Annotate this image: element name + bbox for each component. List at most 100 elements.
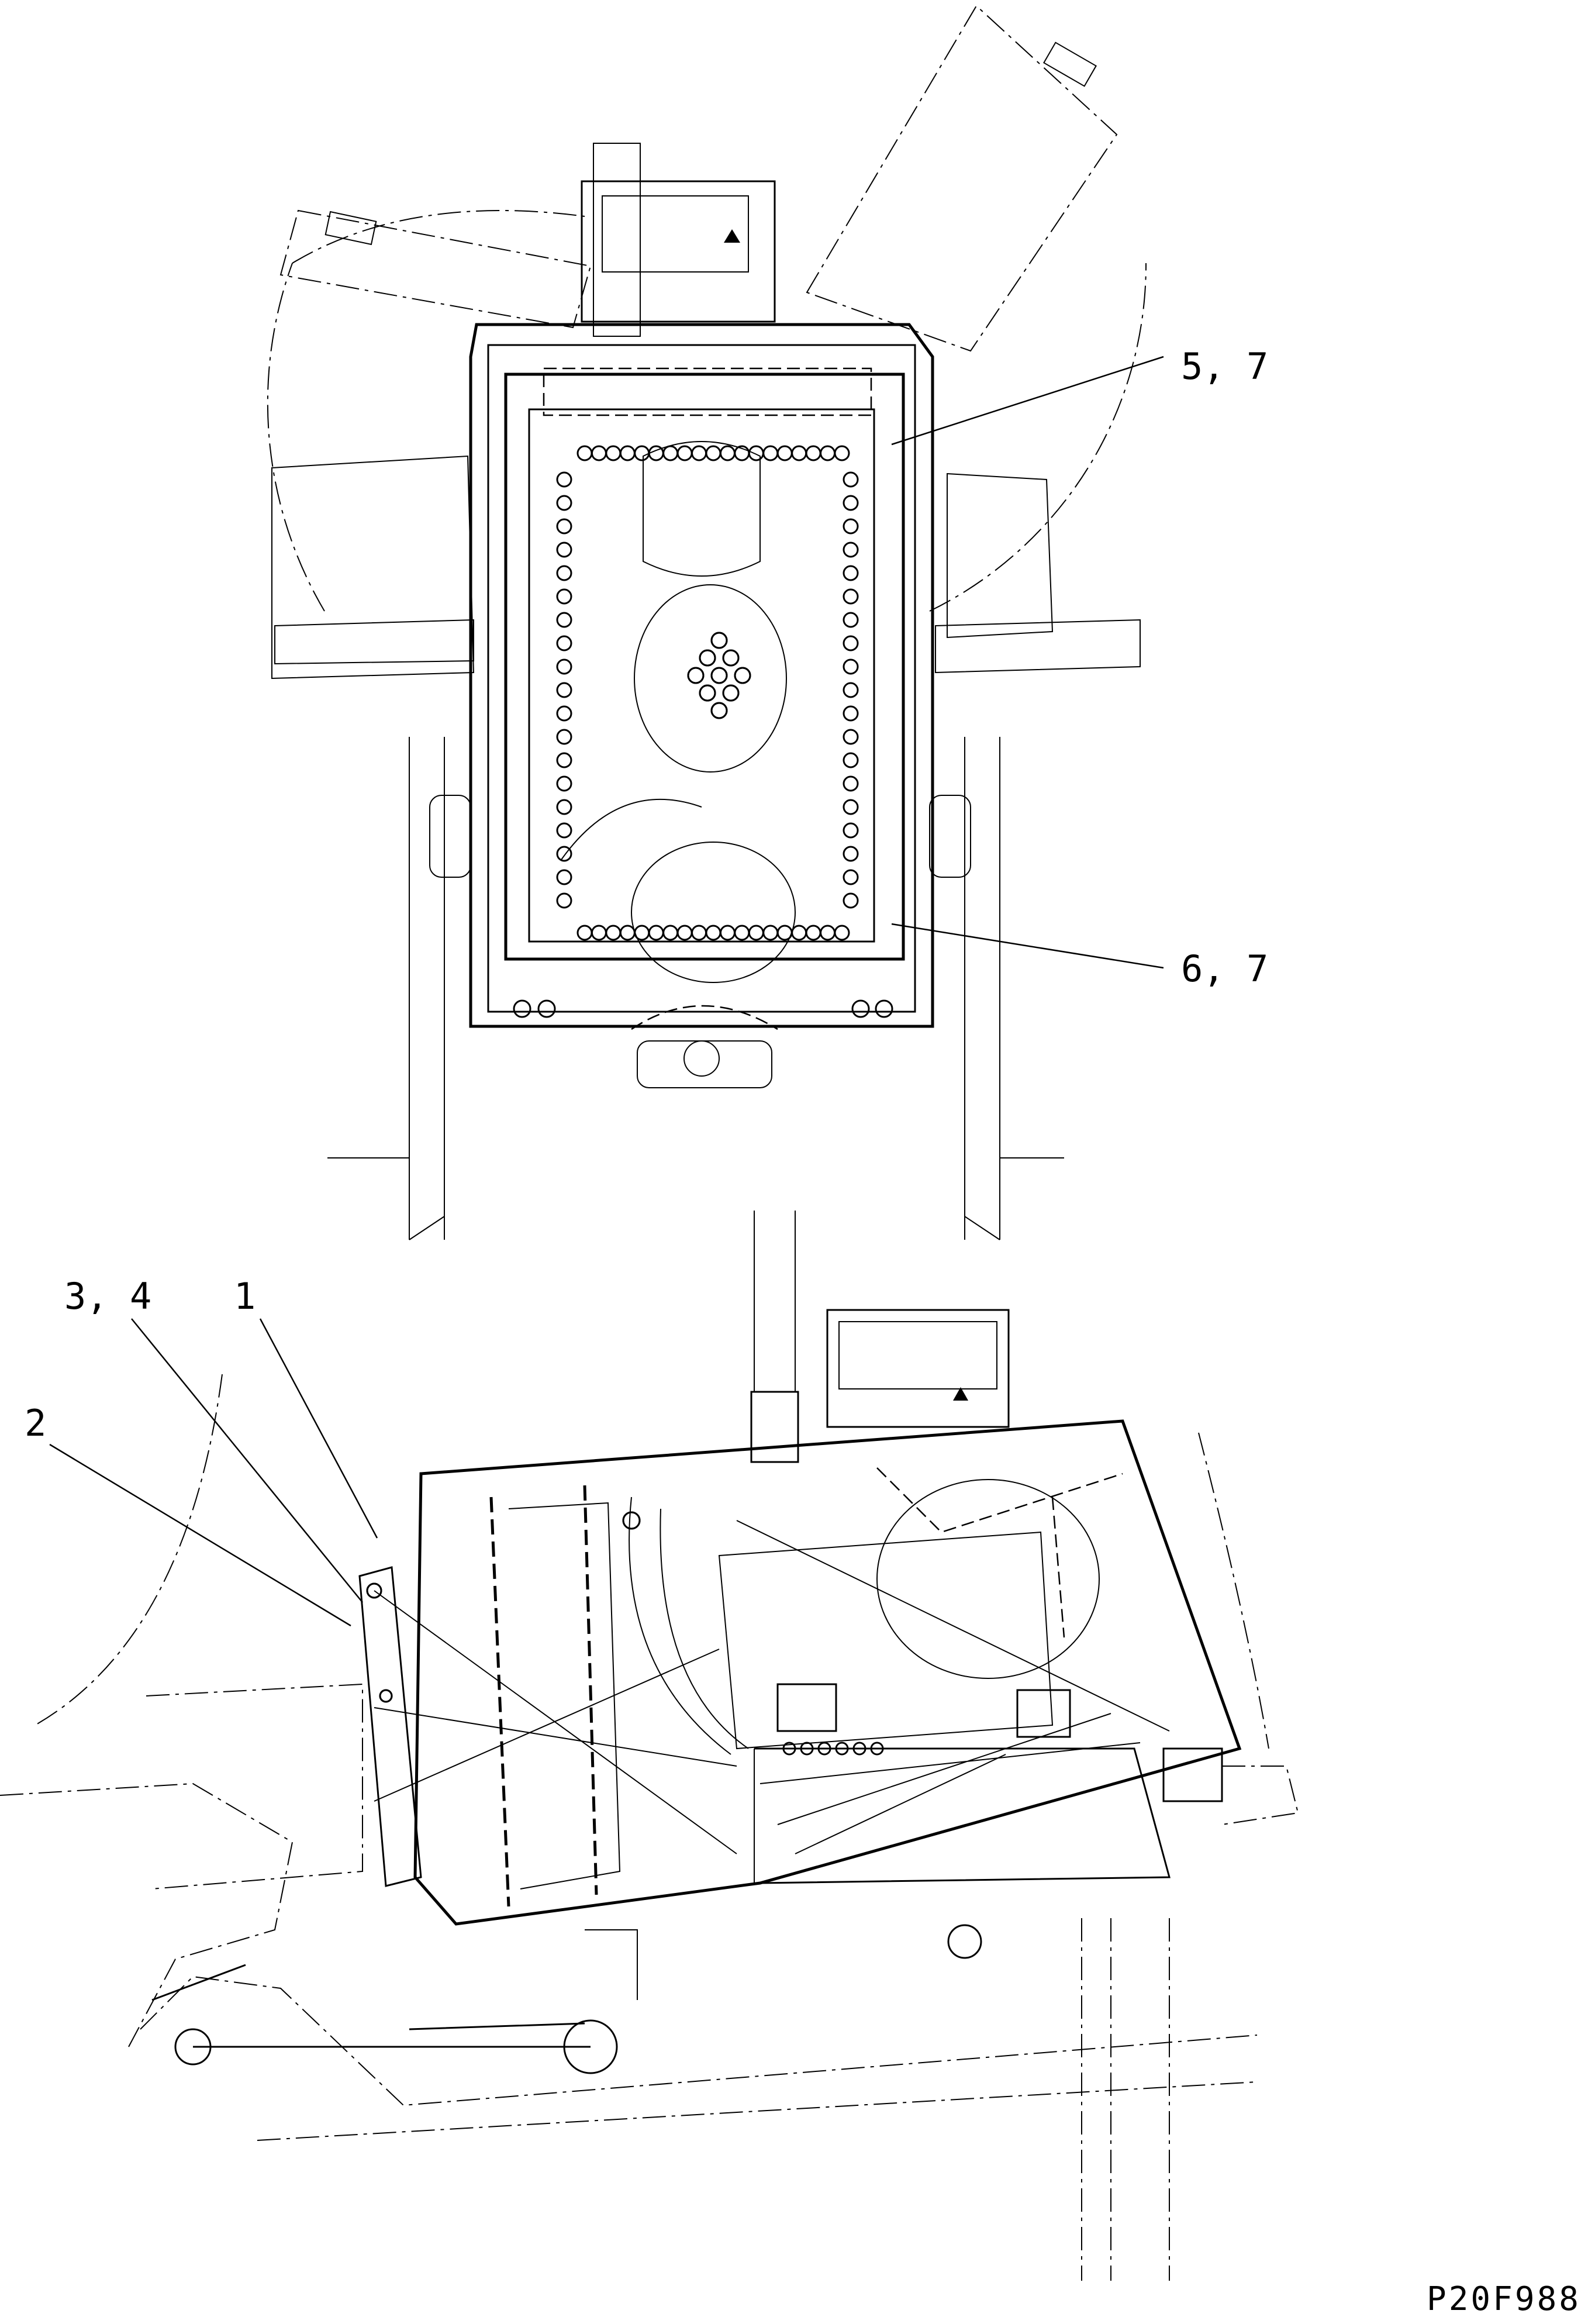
bolt [556,869,572,885]
bolt [619,925,636,941]
bolt [556,518,572,535]
bolt [734,925,750,941]
bolt [591,925,607,941]
bolt [687,667,705,684]
bolt [843,542,859,558]
bolt [556,682,572,698]
bolt [710,702,728,719]
bolt [843,729,859,745]
bolt [556,822,572,839]
bolt [843,635,859,651]
bolt [556,846,572,862]
callout-label-3-4: 3, 4 [64,1275,151,1318]
bolt [748,445,764,461]
bolt [556,588,572,605]
bolt [662,925,679,941]
top-view-assembly [267,5,1147,1240]
bolt [605,925,622,941]
bolt [843,612,859,628]
bolt [870,1742,884,1756]
bolt [748,925,764,941]
bolt [820,925,836,941]
callout-6-7: 6, 7 [891,923,1268,990]
bolt [648,445,664,461]
bolt [843,775,859,792]
bolt [722,649,740,667]
side-view-assembly [0,1211,1299,2281]
callout-label-2: 2 [25,1402,46,1444]
bolt [556,752,572,768]
bolt [705,445,721,461]
bolt [556,495,572,511]
callout-1: 1 [234,1275,378,1539]
bolt [835,1742,849,1756]
bolt [556,612,572,628]
bolt [843,846,859,862]
drawing-code: P20F988 [1427,2280,1581,2318]
callout-label-5-7: 5, 7 [1181,345,1268,388]
bolt [843,869,859,885]
bolt [379,1689,393,1703]
bolt [852,1742,866,1756]
bolt [710,667,728,684]
bolt [556,892,572,909]
bolt [722,684,740,702]
bolt [776,445,793,461]
bolt [791,925,807,941]
bolt [556,705,572,722]
bolt [556,658,572,675]
bolt [776,925,793,941]
bolt [699,684,716,702]
bolt [762,925,779,941]
bolt [556,729,572,745]
bolt [805,925,821,941]
bolt [648,925,664,941]
bolt [843,658,859,675]
bolt [705,925,721,941]
bolt [699,649,716,667]
bolt [843,588,859,605]
bolt [691,925,707,941]
bolt [834,925,850,941]
bolt [791,445,807,461]
warning-triangle-icon [953,1387,968,1401]
bolt [662,445,679,461]
bolt [782,1742,796,1756]
bolt [843,518,859,535]
bolt [843,705,859,722]
bolt [591,445,607,461]
callout-2: 2 [25,1402,351,1627]
bolt [366,1582,382,1599]
bolt [843,892,859,909]
bolt [556,565,572,581]
bolt [556,635,572,651]
bolt [843,495,859,511]
bolt [843,799,859,815]
bolt [605,445,622,461]
bolt [800,1742,814,1756]
bolt [834,445,850,461]
bolt [576,925,593,941]
bolt [805,445,821,461]
callout-3-4: 3, 4 [64,1275,363,1603]
bolt [843,565,859,581]
bolt [719,445,736,461]
bolt [843,471,859,488]
bolt [710,632,728,649]
bolt [556,471,572,488]
bolt [843,822,859,839]
bolt [556,799,572,815]
bolt [762,445,779,461]
bolt [843,752,859,768]
bolt [843,682,859,698]
callout-5-7: 5, 7 [891,345,1268,446]
bolt [820,445,836,461]
callout-label-1: 1 [234,1275,256,1318]
bolt [576,445,593,461]
callout-label-6-7: 6, 7 [1181,947,1268,990]
warning-triangle-icon [724,229,740,243]
bolt [619,445,636,461]
bolt [622,1511,641,1530]
bolt [556,775,572,792]
